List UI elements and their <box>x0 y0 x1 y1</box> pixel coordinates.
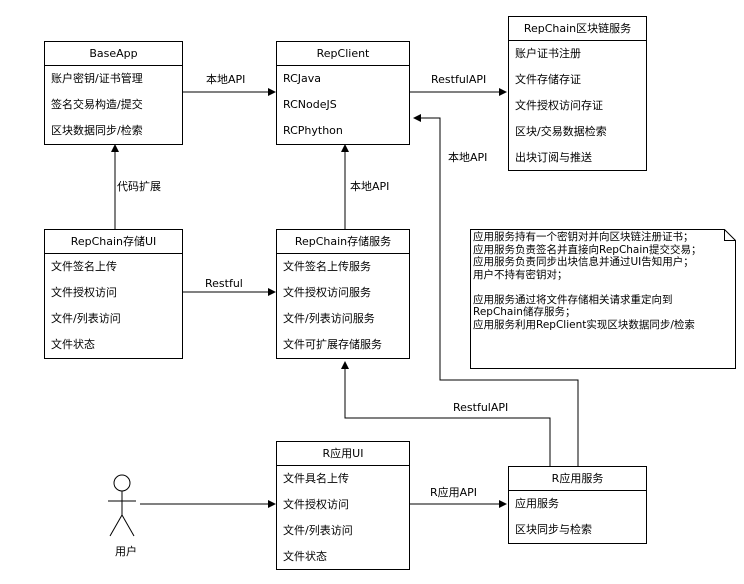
baseapp-box: BaseApp 账户密钥/证书管理 签名交易构造/提交 区块数据同步/检索 <box>44 41 183 145</box>
repclient-box: RepClient RCJava RCNodeJS RCPhython <box>276 41 410 145</box>
r-ui-row: 文件/列表访问 <box>283 524 353 537</box>
repclient-row: RCNodeJS <box>283 98 337 111</box>
repclient-title: RepClient <box>277 42 409 66</box>
storage-svc-row: 文件可扩展存储服务 <box>283 338 382 351</box>
edge-label-storageui-storagesvc: Restful <box>204 277 244 291</box>
repchain-row: 账户证书注册 <box>515 47 581 60</box>
edge-label-repclient-repchain: RestfulAPI <box>430 73 488 87</box>
storage-svc-row: 文件签名上传服务 <box>283 260 371 273</box>
repchain-title: RepChain区块链服务 <box>509 17 646 41</box>
note-text: 应用服务持有一个密钥对并向区块链注册证书； 应用服务负责签名并直接向RepCha… <box>473 231 701 331</box>
storage-ui-title: RepChain存储UI <box>45 230 182 254</box>
storage-svc-row: 文件/列表访问服务 <box>283 312 375 325</box>
repchain-row: 出块订阅与推送 <box>515 151 592 164</box>
storage-svc-title: RepChain存储服务 <box>277 230 409 254</box>
repchain-row: 文件授权访问存证 <box>515 99 603 112</box>
r-ui-box: R应用UI 文件具名上传 文件授权访问 文件/列表访问 文件状态 <box>276 441 410 570</box>
r-svc-title: R应用服务 <box>509 467 646 491</box>
r-ui-title: R应用UI <box>277 442 409 466</box>
r-ui-row: 文件状态 <box>283 550 327 563</box>
r-svc-row: 区块同步与检索 <box>515 523 592 536</box>
storage-ui-box: RepChain存储UI 文件签名上传 文件授权访问 文件/列表访问 文件状态 <box>44 229 183 359</box>
note-line: 应用服务持有一个密钥对并向区块链注册证书； <box>473 231 694 243</box>
note-box: 应用服务持有一个密钥对并向区块链注册证书； 应用服务负责签名并直接向RepCha… <box>470 229 736 369</box>
repclient-row: RCPhython <box>283 124 343 137</box>
r-svc-row: 应用服务 <box>515 497 559 510</box>
storage-ui-row: 文件授权访问 <box>51 286 117 299</box>
note-shape <box>470 229 736 369</box>
storage-svc-box: RepChain存储服务 文件签名上传服务 文件授权访问服务 文件/列表访问服务… <box>276 229 410 359</box>
storage-svc-row: 文件授权访问服务 <box>283 286 371 299</box>
note-line: 应用服务利用RepClient实现区块数据同步/检索 <box>473 318 695 331</box>
edge-label-storagesvc-repclient: 本地API <box>349 180 391 194</box>
storage-ui-row: 文件/列表访问 <box>51 312 121 325</box>
edge-label-rsvc-repclient: 本地API <box>448 151 488 164</box>
user-actor-label: 用户 <box>115 545 137 558</box>
edge-label-baseapp-repclient: 本地API <box>205 73 247 87</box>
r-svc-box: R应用服务 应用服务 区块同步与检索 <box>508 466 647 544</box>
storage-ui-row: 文件签名上传 <box>51 260 117 273</box>
baseapp-row: 签名交易构造/提交 <box>51 98 143 111</box>
storage-ui-row: 文件状态 <box>51 338 95 351</box>
edge-rsvc-repclient <box>413 114 579 466</box>
repchain-box: RepChain区块链服务 账户证书注册 文件存储存证 文件授权访问存证 区块/… <box>508 16 647 171</box>
note-line: 用户不持有密钥对； <box>473 268 568 281</box>
note-line <box>473 281 701 294</box>
note-line: 应用服务负责签名并直接向RepChain提交交易； <box>473 243 702 256</box>
edge-label-storageui-baseapp: 代码扩展 <box>116 180 162 194</box>
note-line: 应用服务通过将文件存储相关请求重定向到 <box>473 293 673 306</box>
baseapp-title: BaseApp <box>45 42 182 66</box>
note-line: RepChain储存服务； <box>473 306 576 318</box>
edge-rsvc-storagesvc <box>341 361 551 466</box>
r-ui-row: 文件具名上传 <box>283 472 349 485</box>
edge-label-rui-rsvc: R应用API <box>429 486 479 500</box>
baseapp-row: 账户密钥/证书管理 <box>51 72 143 85</box>
baseapp-row: 区块数据同步/检索 <box>51 124 143 137</box>
r-ui-row: 文件授权访问 <box>283 498 349 511</box>
repchain-row: 区块/交易数据检索 <box>515 125 607 138</box>
repclient-row: RCJava <box>283 72 322 85</box>
user-actor-icon <box>108 474 136 537</box>
edge-label-rsvc-storagesvc: RestfulAPI <box>452 401 510 415</box>
repchain-row: 文件存储存证 <box>515 73 581 86</box>
note-line: 应用服务负责同步出块信息并通过UI告知用户； <box>473 256 694 268</box>
